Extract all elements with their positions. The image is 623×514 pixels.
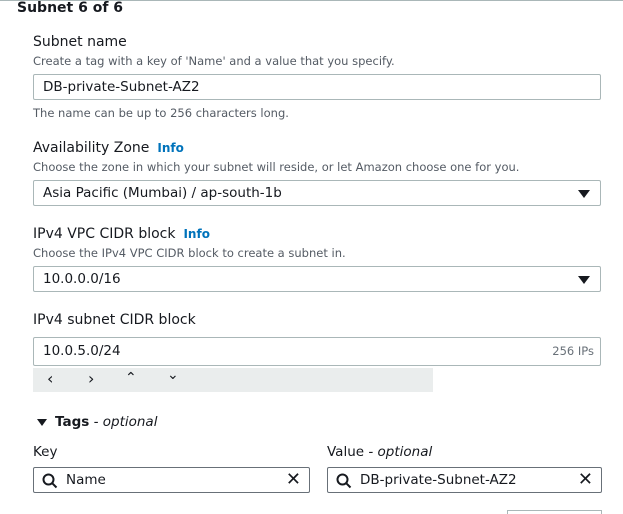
availability-zone-description: Choose the zone in which your subnet wil… — [33, 160, 520, 174]
caret-down-icon — [37, 418, 47, 426]
vpc-cidr-description: Choose the IPv4 VPC CIDR block to create… — [33, 246, 346, 260]
subnet-cidr-label: IPv4 subnet CIDR block — [33, 312, 196, 328]
top-divider — [0, 0, 623, 1]
availability-zone-select[interactable]: Asia Pacific (Mumbai) / ap-south-1b — [33, 180, 601, 206]
cidr-stepper: ‹ › ⌃ ⌄ — [33, 367, 433, 392]
prev-button[interactable]: ‹ — [47, 369, 54, 388]
vpc-cidr-label-text: IPv4 VPC CIDR block — [33, 226, 176, 242]
partial-button[interactable] — [507, 510, 602, 514]
tag-key-input[interactable]: Name ✕ — [33, 467, 310, 493]
increment-button[interactable]: ⌃ — [125, 370, 137, 386]
tag-value-label-text: Value — [327, 444, 365, 460]
subnet-cidr-input[interactable]: 10.0.5.0/24 256 IPs — [33, 337, 601, 366]
next-button[interactable]: › — [88, 369, 95, 388]
close-icon[interactable]: ✕ — [577, 469, 593, 490]
tag-value-label: Value - optional — [327, 444, 432, 460]
vpc-cidr-label: IPv4 VPC CIDR block Info — [33, 226, 210, 242]
availability-zone-label: Availability Zone Info — [33, 140, 184, 156]
section-title: Subnet 6 of 6 — [17, 0, 124, 16]
tag-value-optional: - optional — [364, 444, 433, 460]
caret-down-icon — [578, 276, 590, 284]
availability-zone-label-text: Availability Zone — [33, 140, 150, 156]
vpc-cidr-value: 10.0.0.0/16 — [43, 271, 121, 287]
subnet-name-description: Create a tag with a key of 'Name' and a … — [33, 54, 395, 68]
tag-value-value: DB-private-Subnet-AZ2 — [360, 472, 517, 488]
tags-toggle[interactable]: Tags - optional — [37, 414, 157, 430]
ip-count: 256 IPs — [552, 344, 594, 358]
subnet-name-value: DB-private-Subnet-AZ2 — [43, 79, 200, 95]
caret-down-icon — [578, 190, 590, 198]
close-icon[interactable]: ✕ — [285, 469, 301, 490]
tag-value-input[interactable]: DB-private-Subnet-AZ2 ✕ — [327, 467, 602, 493]
tags-optional-label: - optional — [89, 414, 158, 430]
decrement-button[interactable]: ⌄ — [167, 367, 179, 383]
tag-key-value: Name — [66, 472, 106, 488]
availability-zone-info-link[interactable]: Info — [157, 141, 184, 155]
search-icon — [336, 473, 352, 489]
subnet-cidr-value: 10.0.5.0/24 — [43, 343, 121, 359]
tags-toggle-label: Tags — [55, 414, 90, 430]
subnet-name-hint: The name can be up to 256 characters lon… — [33, 106, 289, 120]
subnet-name-input[interactable]: DB-private-Subnet-AZ2 — [33, 74, 601, 100]
tag-key-label: Key — [33, 444, 58, 460]
subnet-name-label: Subnet name — [33, 34, 127, 50]
vpc-cidr-info-link[interactable]: Info — [183, 227, 210, 241]
search-icon — [42, 473, 58, 489]
vpc-cidr-select[interactable]: 10.0.0.0/16 — [33, 266, 601, 292]
availability-zone-value: Asia Pacific (Mumbai) / ap-south-1b — [43, 185, 282, 201]
